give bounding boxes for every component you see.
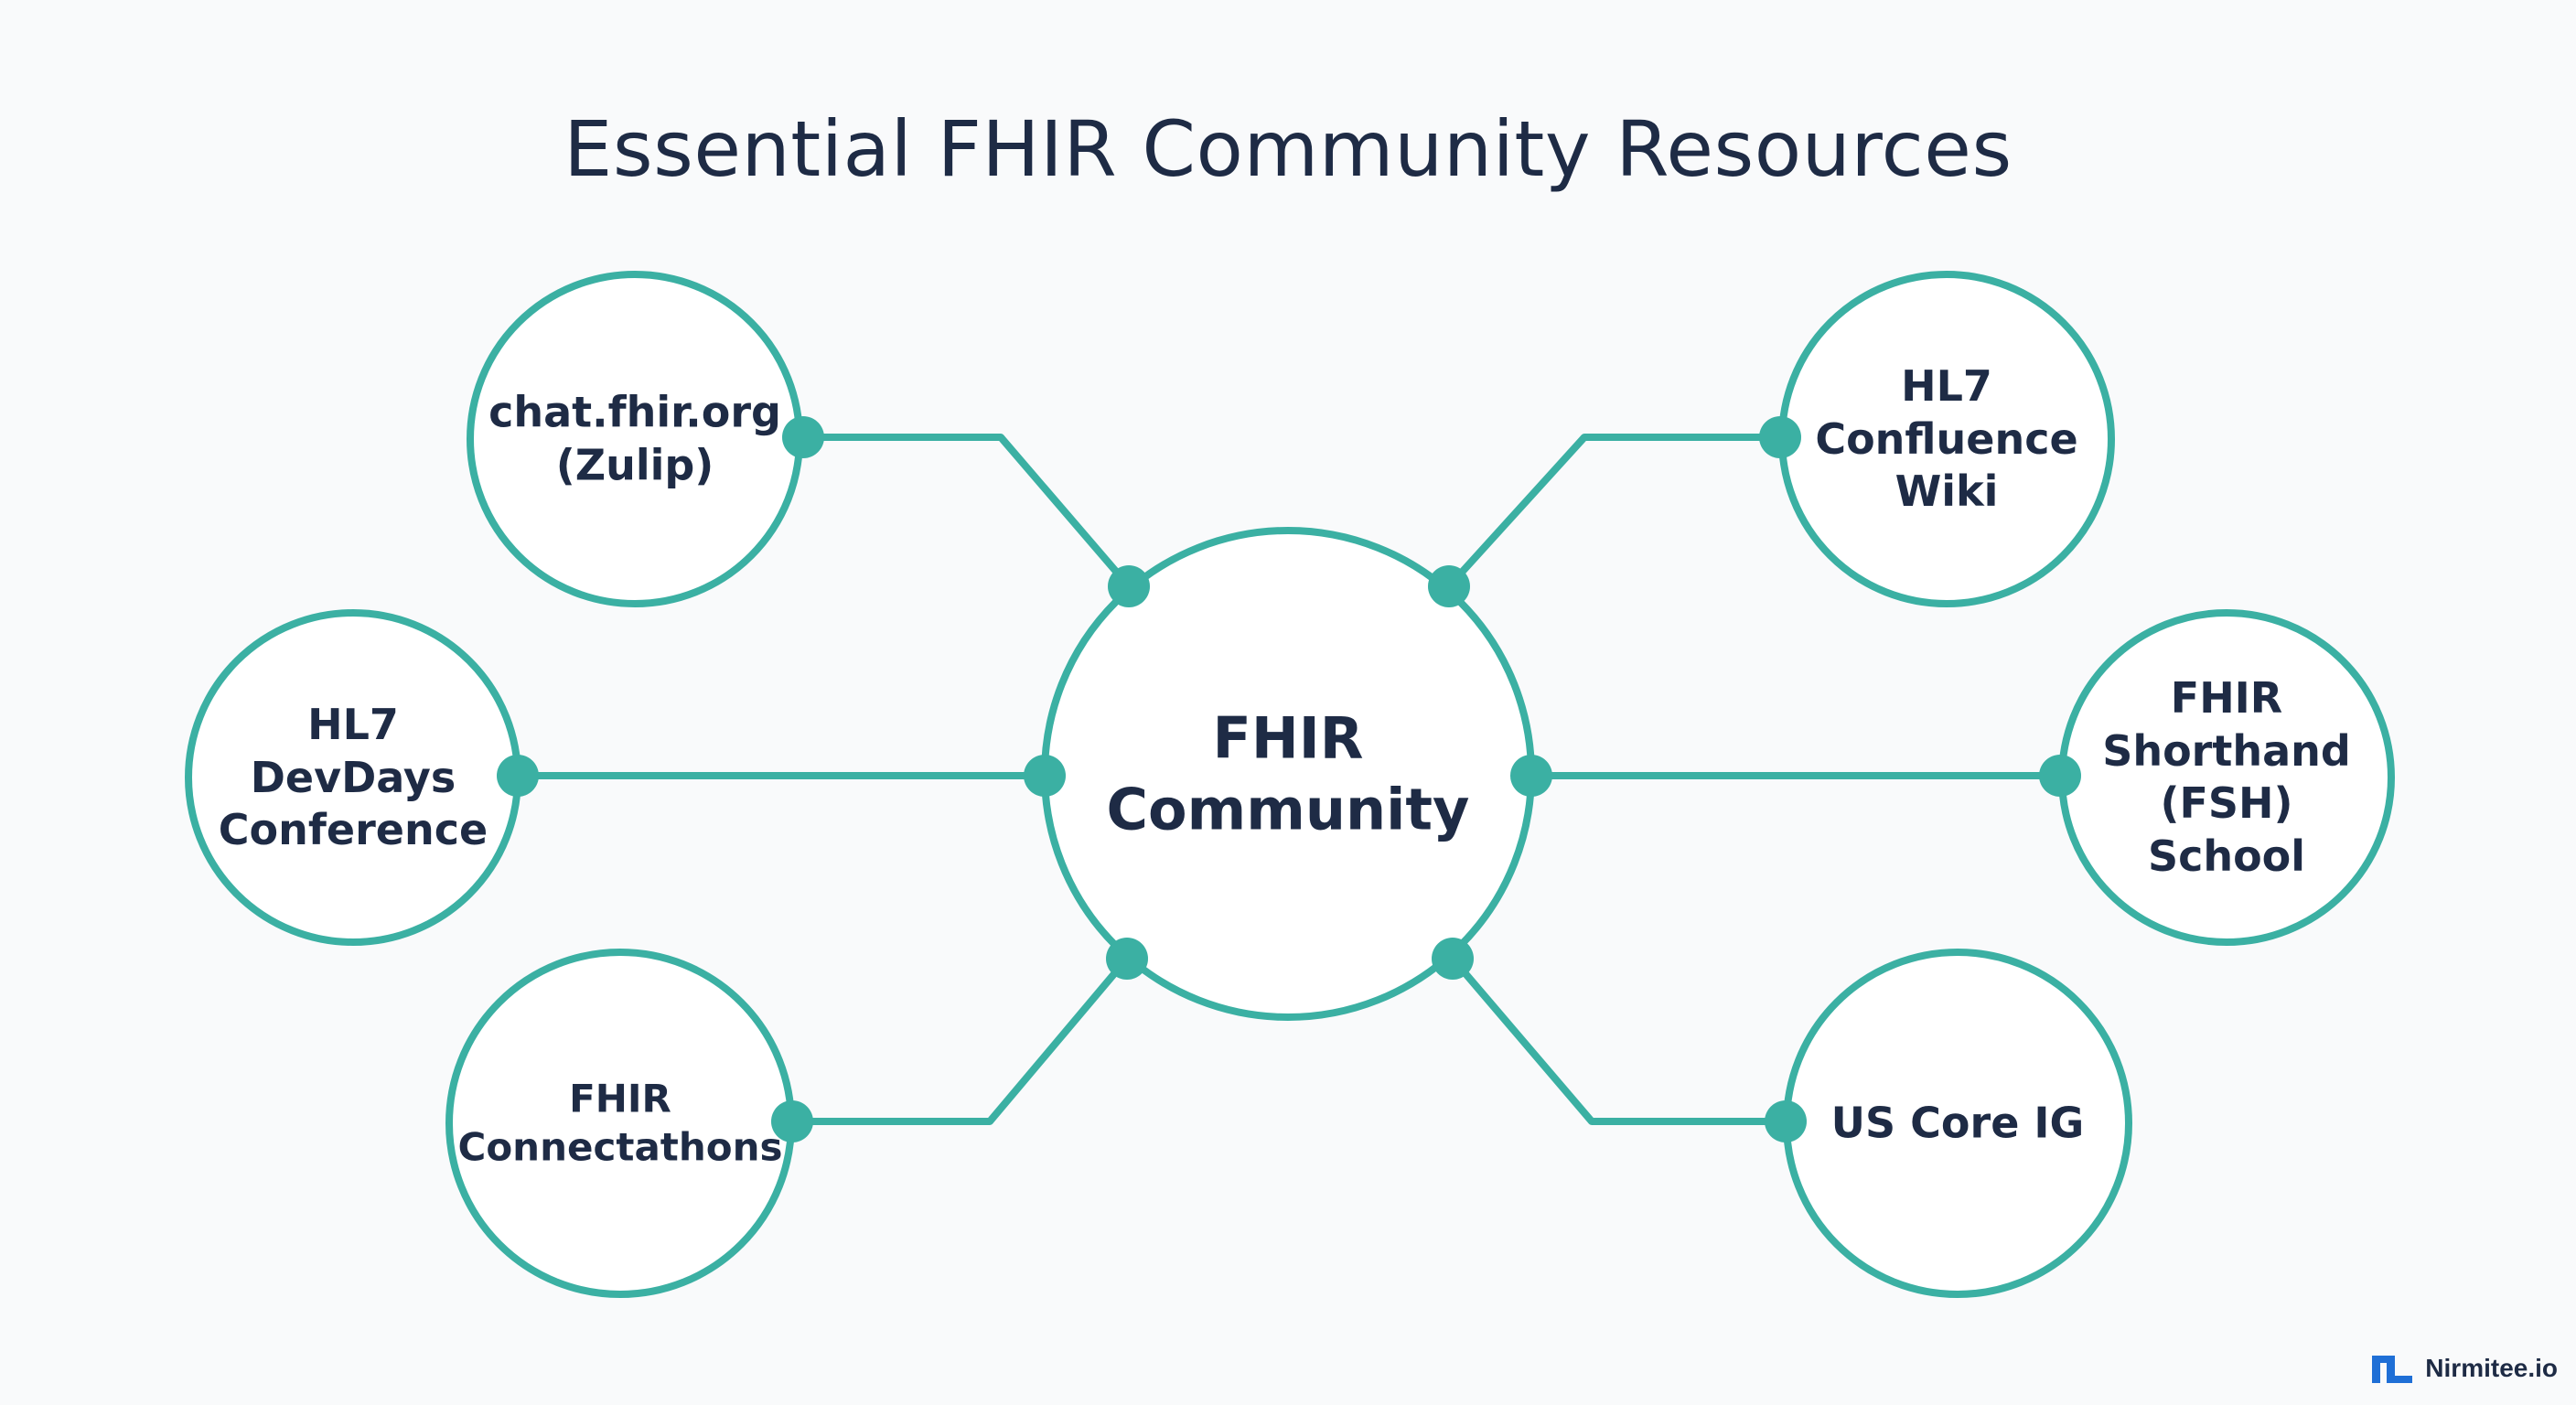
brand-footer: Nirmitee.io <box>2372 1352 2558 1385</box>
center-dot-fsh <box>1510 755 1552 797</box>
center-dot-uscore <box>1432 938 1474 980</box>
node-dot-chat <box>782 416 824 458</box>
connector-dots <box>497 416 2081 1142</box>
node-label-confluence: HL7 Confluence Wiki <box>1815 360 2078 516</box>
node-dot-confluence <box>1759 416 1801 458</box>
center-node-label: FHIR Community <box>1106 704 1470 843</box>
center-dot-connectathons <box>1106 938 1148 980</box>
node-dot-uscore <box>1765 1100 1807 1142</box>
node-label-chat: chat.fhir.org (Zulip) <box>488 387 781 490</box>
connector-uscore <box>1449 956 1786 1125</box>
connector-connectathons <box>792 956 1131 1125</box>
node-dot-connectathons <box>771 1100 813 1142</box>
connector-chat <box>803 434 1132 589</box>
connector-confluence <box>1446 434 1780 589</box>
node-label-uscore: US Core IG <box>1830 1098 2085 1148</box>
brand-name: Nirmitee.io <box>2425 1354 2558 1382</box>
connectors <box>518 434 2060 1125</box>
node-label-devdays: HL7 DevDays Conference <box>218 699 488 854</box>
nirmitee-logo-icon <box>2372 1352 2413 1385</box>
node-dot-fsh <box>2039 755 2081 797</box>
node-label-fsh: FHIR Shorthand (FSH) School <box>2102 673 2351 881</box>
page-title: Essential FHIR Community Resources <box>564 104 2012 194</box>
node-dot-devdays <box>497 755 539 797</box>
center-dot-devdays <box>1024 755 1066 797</box>
node-label-connectathons: FHIR Connectathons <box>457 1076 783 1170</box>
center-dot-confluence <box>1428 565 1470 607</box>
center-dot-chat <box>1108 565 1150 607</box>
